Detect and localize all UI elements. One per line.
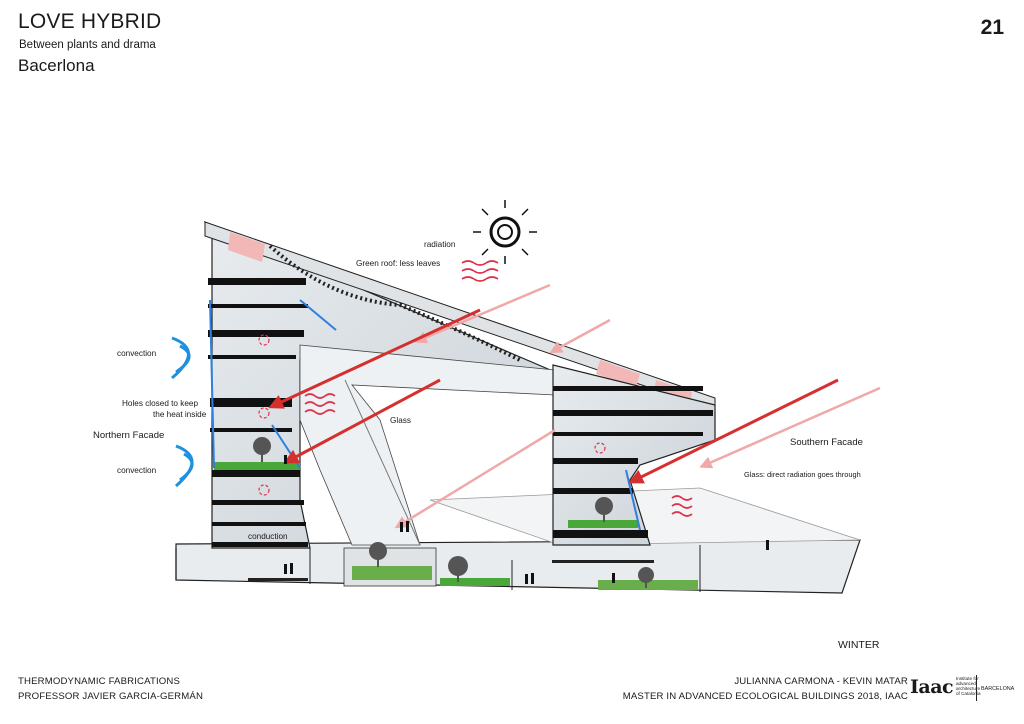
radiation-label: radiation bbox=[424, 240, 456, 249]
logo-divider bbox=[976, 675, 977, 701]
north-tower bbox=[203, 220, 556, 549]
glass-label: Glass bbox=[390, 416, 411, 425]
footer-course: THERMODYNAMIC FABRICATIONS bbox=[18, 676, 181, 687]
footer-authors: JULIANNA CARMONA - KEVIN MATAR bbox=[734, 676, 908, 687]
tree-icon bbox=[253, 437, 654, 588]
holes-label-line1: Holes closed to keep bbox=[122, 399, 199, 408]
convection-icon bbox=[171, 336, 194, 488]
logo-city: BARCELONA bbox=[981, 686, 1015, 692]
ground-slab bbox=[175, 487, 861, 594]
sun-arrows bbox=[268, 283, 881, 529]
glass-south-label: Glass: direct radiation goes through bbox=[744, 470, 861, 479]
basement bbox=[175, 545, 701, 592]
page-subtitle: Between plants and drama bbox=[19, 39, 156, 51]
footer-program: MASTER IN ADVANCED ECOLOGICAL BUILDINGS … bbox=[622, 691, 908, 702]
holes-label-line2: the heat inside bbox=[153, 410, 207, 419]
iaac-logo: Iaac Institute for advanced architecture… bbox=[910, 673, 1014, 707]
logo-wordmark: Iaac bbox=[910, 676, 954, 698]
northern-facade-label: Northern Facade bbox=[93, 430, 165, 441]
green-roof-label: Green roof: less leaves bbox=[356, 259, 441, 268]
sun-icon bbox=[473, 200, 537, 264]
people-figures bbox=[284, 455, 769, 584]
convection-label-top: convection bbox=[117, 349, 157, 358]
footer-professor: PROFESSOR JAVIER GARCIA-GERMÁN bbox=[18, 691, 204, 702]
southern-facade-label: Southern Facade bbox=[790, 437, 863, 448]
page-number: 21 bbox=[980, 16, 1004, 39]
page-title: LOVE HYBRID bbox=[18, 10, 162, 33]
season-label: WINTER bbox=[838, 639, 880, 651]
recirculation-icon bbox=[258, 334, 606, 496]
convection-label-bottom: convection bbox=[117, 466, 157, 475]
conduction-label: conduction bbox=[248, 532, 288, 541]
logo-caption: Institute for advanced architecture of C… bbox=[956, 676, 981, 696]
heat-waves bbox=[304, 260, 693, 517]
city-label: Bacerlona bbox=[18, 56, 95, 75]
